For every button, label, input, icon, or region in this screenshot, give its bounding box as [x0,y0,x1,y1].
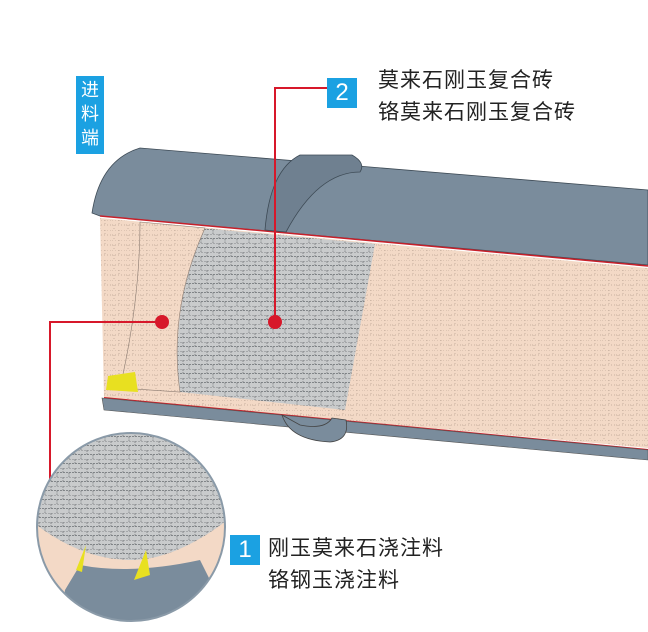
kiln-shell-top [91,147,648,266]
magnified-detail [37,433,225,621]
inlet-castable-zone [119,221,206,393]
feed-end-text: 进料端 [81,80,99,149]
tire-ring-bottom [281,414,348,443]
tire-ring-top [264,154,363,233]
callout-1-badge: 1 [230,535,260,565]
callout-2-line-2: 铬莫来石刚玉复合砖 [378,100,576,124]
feed-end-label: 进料端 [76,76,104,154]
anchor-yellow [106,372,138,392]
callout-2-badge: 2 [327,78,357,108]
callout-1-line-1: 刚玉莫来石浇注料 [268,536,444,560]
callout-1-leader [49,315,169,482]
kiln-lining [100,218,648,451]
callout-2-line-1: 莫来石刚玉复合砖 [378,68,554,92]
kiln-shell-bottom [101,397,648,461]
callout-2-leader [268,87,340,329]
callout-1-line-2: 铬钢玉浇注料 [268,568,400,592]
